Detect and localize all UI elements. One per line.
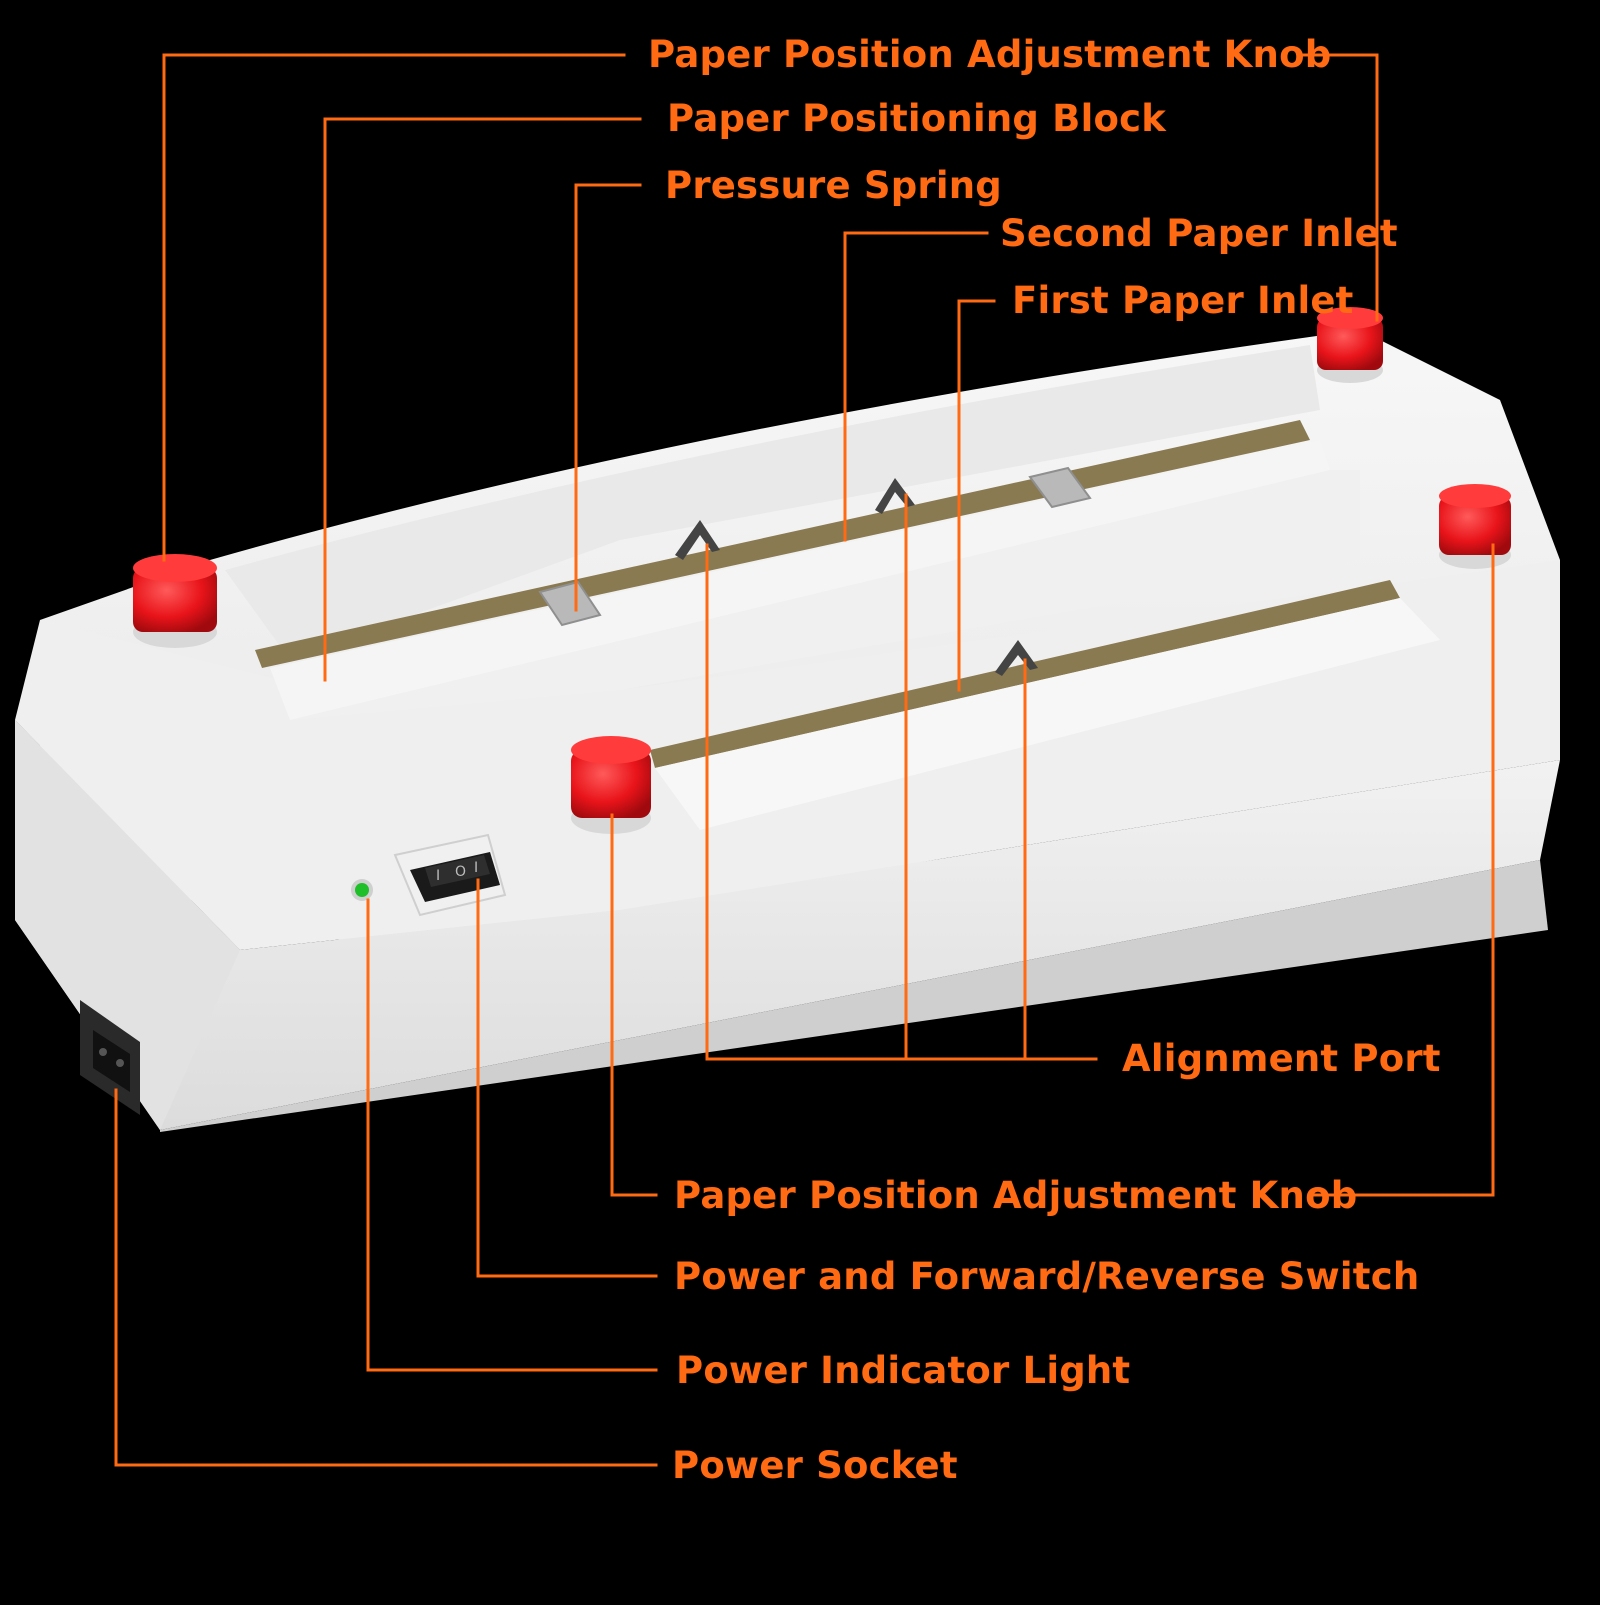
- leader-line-power-indicator: [366, 898, 658, 1372]
- svg-text:O: O: [455, 864, 466, 880]
- leader-line-knob-bottom-right: [1310, 543, 1495, 1197]
- label-power-switch: Power and Forward/Reverse Switch: [674, 1255, 1420, 1298]
- red-knob-icon: [1439, 484, 1511, 569]
- red-knob-icon: [1317, 307, 1383, 383]
- leader-line-second-inlet: [843, 231, 989, 542]
- green-led-icon: [351, 879, 373, 901]
- alignment-port-group: [675, 478, 1038, 676]
- label-pressure-spring: Pressure Spring: [665, 164, 1002, 207]
- leader-line-knob-bottom-left: [610, 813, 658, 1197]
- leader-line-knob-top-left: [162, 53, 626, 562]
- leader-line-pressure-spring: [574, 183, 642, 612]
- svg-text:I: I: [436, 868, 440, 884]
- label-adjustment-knob-bottom: Paper Position Adjustment Knob: [674, 1174, 1358, 1217]
- label-power-indicator: Power Indicator Light: [676, 1349, 1131, 1392]
- label-adjustment-knob-top: Paper Position Adjustment Knob: [648, 33, 1332, 76]
- red-knob-icon: [133, 554, 217, 648]
- power-socket-icon: [80, 1000, 140, 1115]
- red-knob-icon: [571, 736, 651, 834]
- label-alignment-port: Alignment Port: [1122, 1037, 1441, 1080]
- leader-line-alignment-1: [705, 543, 1098, 1061]
- label-power-socket: Power Socket: [672, 1444, 958, 1487]
- leader-line-positioning-block: [323, 117, 642, 682]
- leader-line-power-switch: [476, 878, 658, 1278]
- leader-lines: [114, 53, 1495, 1467]
- svg-text:I: I: [474, 860, 478, 876]
- leader-line-first-inlet: [957, 299, 996, 692]
- leader-line-power-socket: [114, 1088, 658, 1467]
- label-first-paper-inlet: First Paper Inlet: [1012, 279, 1354, 322]
- label-positioning-block: Paper Positioning Block: [667, 97, 1167, 140]
- leader-line-knob-top-right: [1300, 53, 1379, 322]
- pressure-spring-group: [538, 466, 1092, 627]
- label-second-paper-inlet: Second Paper Inlet: [1000, 212, 1398, 255]
